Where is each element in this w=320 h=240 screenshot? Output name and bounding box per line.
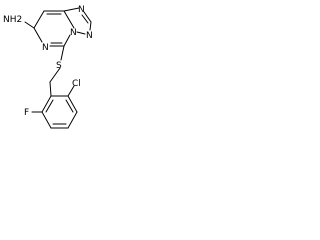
- bond-c5-sulfur: [60, 45, 65, 61]
- pyrimidine-nitrogen-label: N: [42, 43, 49, 53]
- bond-c8a-n1: [63, 10, 75, 29]
- bond-c6-c1-inner: [45, 99, 54, 113]
- bond-c2-c3-inner: [65, 99, 74, 113]
- benzene-ring-bonds: [31, 85, 78, 129]
- bond-n-top-c2-inner: [81, 14, 89, 24]
- bond-c2-c3: [67, 95, 78, 113]
- bond-c6-c1: [41, 95, 52, 113]
- bond-n-top-c2: [83, 11, 92, 23]
- sulfur-label: S: [56, 61, 62, 71]
- chemical-structure-diagram: NH2 N N N N S F Cl: [3, 5, 93, 129]
- bond-n-right-n1: [76, 31, 86, 35]
- triazole-nitrogen-top-label: N: [78, 5, 85, 15]
- bond-c7-c6: [33, 10, 45, 29]
- triazole-ring-bonds: [63, 7, 92, 35]
- bond-c2-n-right: [89, 21, 92, 31]
- bond-sulfur-ch2: [49, 67, 61, 83]
- chlorine-label: Cl: [72, 79, 81, 89]
- bond-n4-c7: [33, 27, 43, 43]
- triazole-nitrogen-right-label: N: [86, 31, 93, 41]
- substituent-bonds: [24, 21, 65, 97]
- bond-c8a-n-top: [63, 7, 80, 12]
- bond-n1-c5: [63, 34, 71, 47]
- pyrimidine-ring-bonds: [33, 10, 75, 47]
- bond-c3-c4: [67, 111, 78, 129]
- bond-c5-c6: [41, 111, 52, 129]
- triazole-nitrogen-bottom-label: N: [70, 28, 77, 38]
- atom-labels: NH2 N N N N S F Cl: [3, 5, 93, 118]
- amine-label: NH2: [3, 15, 22, 25]
- bond-ch2-benzene: [49, 81, 52, 97]
- fluorine-label: F: [24, 108, 29, 118]
- bond-c7-amine: [24, 21, 35, 29]
- bond-c2-chlorine: [67, 85, 75, 97]
